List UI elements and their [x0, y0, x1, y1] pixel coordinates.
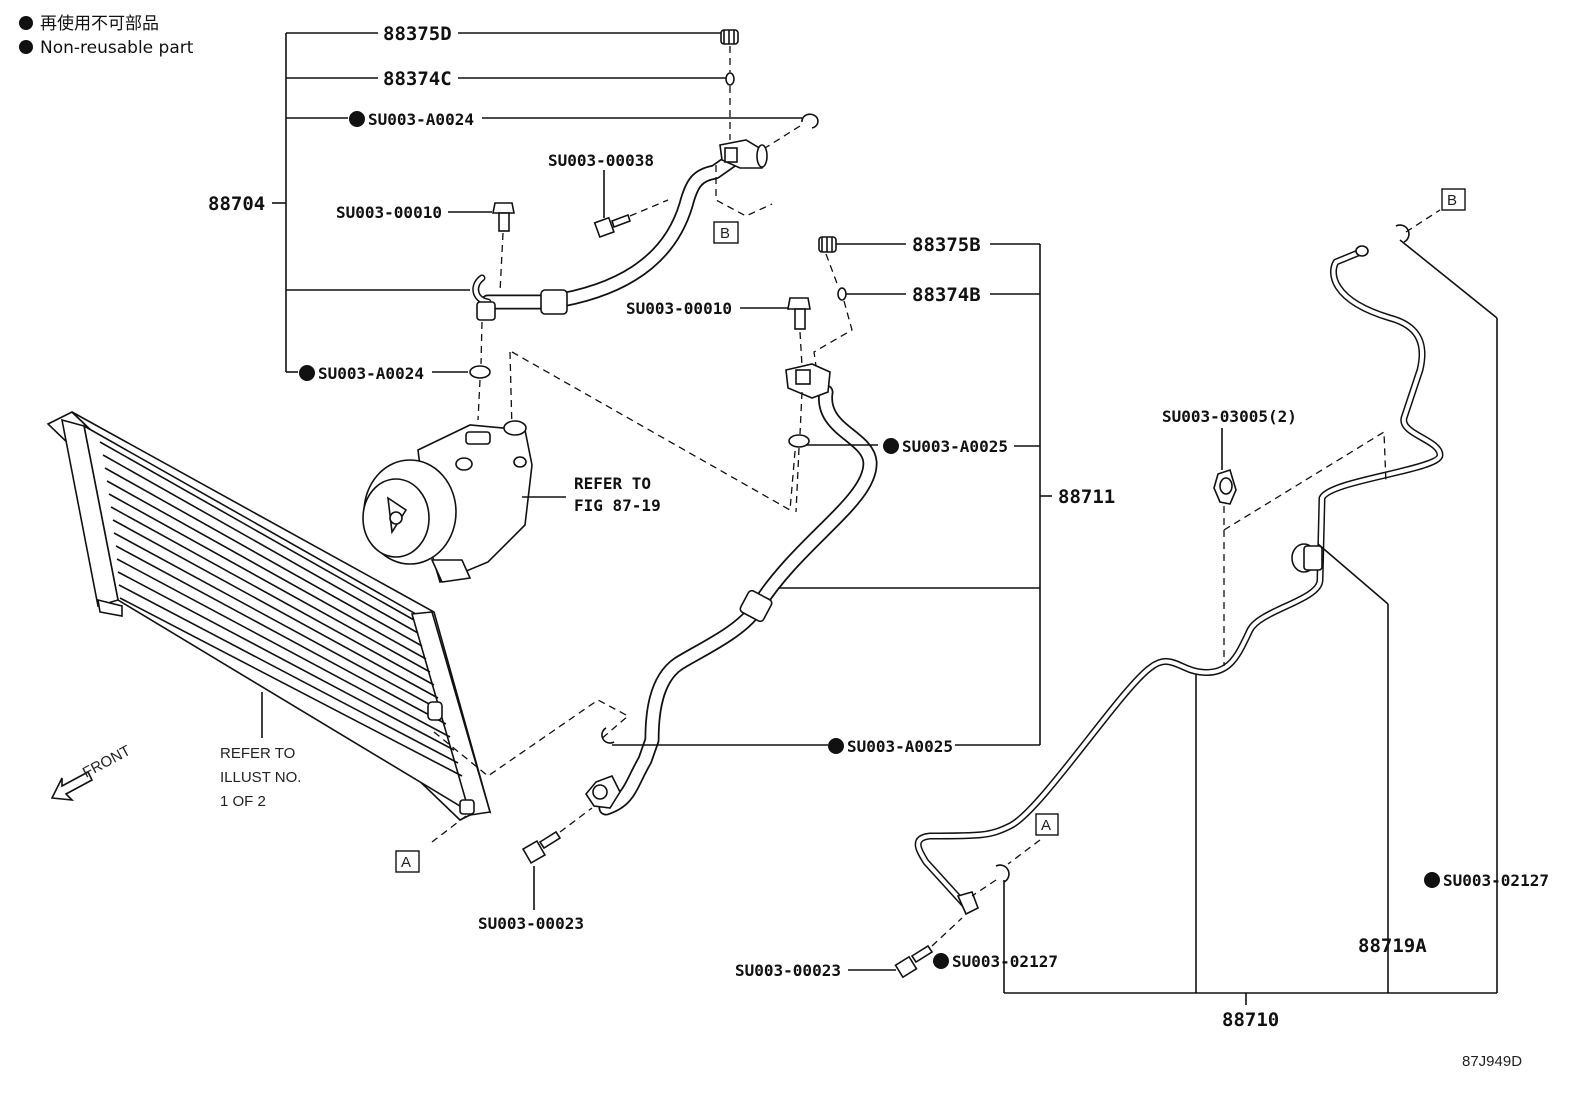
refer-illust-line1: REFER TO [220, 745, 295, 762]
connector-b-letter: B [720, 225, 730, 242]
cap-88375d [720, 29, 739, 45]
o-ring-su003-02127-bottom [995, 864, 1010, 883]
non-reusable-bullet-icon [349, 111, 365, 127]
connector-a-marker-right: A [1035, 813, 1059, 836]
clamp-su003-03005 [1213, 468, 1237, 505]
connector-b-marker-right: B [1441, 188, 1466, 211]
part-88374c-label: 88374C [383, 68, 452, 90]
connector-a-letter: A [401, 854, 411, 871]
part-88704-label: 88704 [208, 193, 265, 215]
part-88719a-label: 88719A [1358, 935, 1427, 957]
clamp-su003-03005-label: SU003-03005(2) [1162, 407, 1297, 426]
bolt-su003-00023-bottom [894, 944, 934, 979]
front-direction-arrow: FRONT [50, 742, 134, 802]
condenser [46, 411, 492, 821]
connector-b-marker-left: B [713, 221, 739, 244]
o-ring-su003-a0025-upper [788, 434, 810, 448]
liquid-tube-88710 [914, 245, 1444, 916]
suction-hose-88711 [585, 363, 878, 816]
part-88710-label: 88710 [1222, 1009, 1279, 1031]
o-ring-su003-02127-right [1395, 224, 1410, 243]
bolt-su003-00010-mid [787, 297, 811, 330]
seal-su003-a0025-lower-label: SU003-A0025 [847, 737, 953, 756]
o-ring-su003-a0025-lower [601, 727, 615, 744]
refer-illust-line2: ILLUST NO. [220, 769, 301, 786]
seal-su003-a0025-upper-label: SU003-A0025 [902, 437, 1008, 456]
front-label: FRONT [80, 742, 134, 781]
non-reusable-bullet-icon [19, 16, 33, 30]
refer-fig-line2: FIG 87-19 [574, 496, 661, 515]
part-88375b-label: 88375B [912, 234, 981, 256]
bolt-su003-00038 [593, 213, 632, 238]
connector-a-marker-left: A [395, 850, 420, 873]
part-88711-label: 88711 [1058, 486, 1115, 508]
drawing-code: 87J949D [1462, 1053, 1522, 1070]
seal-su003-02127-bottom-label: SU003-02127 [952, 952, 1058, 971]
bolt-su003-00010-left-label: SU003-00010 [336, 203, 442, 222]
compressor [362, 420, 533, 584]
connector-b-letter: B [1447, 192, 1457, 209]
o-ring-su003-a0024-mid [469, 365, 491, 379]
legend: 再使用不可部品 Non-reusable part [19, 13, 194, 58]
non-reusable-bullet-icon [1424, 872, 1440, 888]
o-ring-su003-a0024-top [801, 113, 819, 129]
bracket-88710 [1003, 239, 1498, 1005]
bolt-su003-00038-label: SU003-00038 [548, 151, 654, 170]
bolt-su003-00010-left [492, 202, 515, 232]
non-reusable-bullet-icon [883, 438, 899, 454]
refer-illust-line3: 1 OF 2 [220, 793, 266, 810]
part-88375d-label: 88375D [383, 23, 452, 45]
seal-su003-a0024-mid-label: SU003-A0024 [318, 364, 424, 383]
valve-core-88374c [725, 72, 735, 86]
non-reusable-bullet-icon [828, 738, 844, 754]
bolt-su003-00023-left [521, 830, 562, 865]
refer-fig-line1: REFER TO [574, 474, 651, 493]
bolt-su003-00023-bottom-label: SU003-00023 [735, 961, 841, 980]
valve-core-88374b [837, 287, 847, 301]
legend-line-en: Non-reusable part [40, 38, 194, 58]
bracket-88704 [272, 32, 470, 373]
connector-a-letter: A [1041, 817, 1051, 834]
part-88374b-label: 88374B [912, 284, 981, 306]
bolt-su003-00010-mid-label: SU003-00010 [626, 299, 732, 318]
non-reusable-bullet-icon [933, 953, 949, 969]
seal-su003-a0024-top-label: SU003-A0024 [368, 110, 474, 129]
bracket-88711 [778, 243, 1052, 746]
receiver-fitting-88719a [1291, 543, 1323, 573]
non-reusable-bullet-icon [19, 40, 33, 54]
bolt-su003-00023-left-label: SU003-00023 [478, 914, 584, 933]
seal-su003-02127-right-label: SU003-02127 [1443, 871, 1549, 890]
discharge-hose-88704 [472, 139, 768, 321]
non-reusable-bullet-icon [299, 365, 315, 381]
cap-88375b [818, 236, 837, 253]
legend-line-ja: 再使用不可部品 [40, 13, 159, 34]
